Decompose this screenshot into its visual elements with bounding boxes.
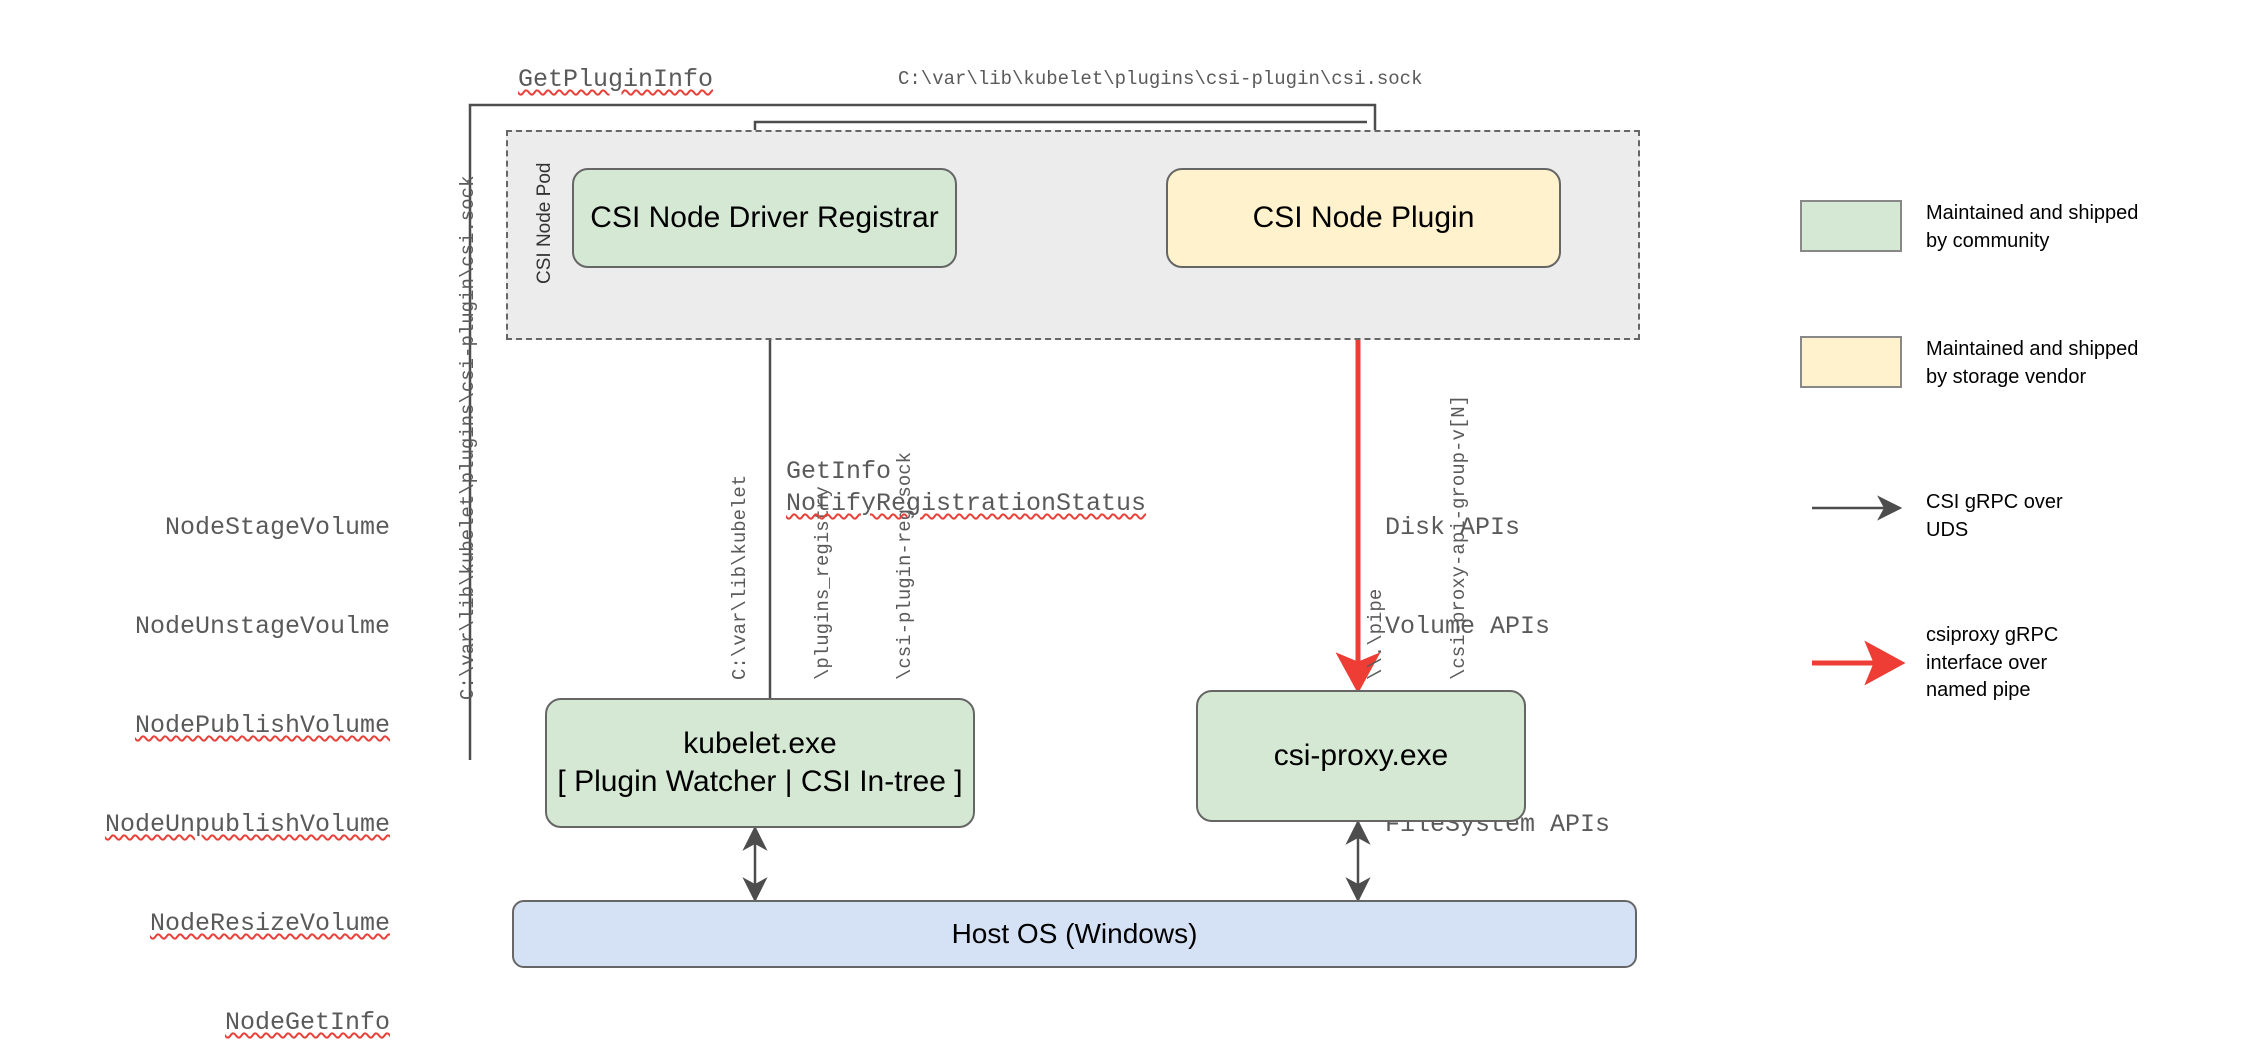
csi-node-pod-label: CSI Node Pod — [534, 162, 555, 284]
csiproxy-api-item: Disk APIs — [1385, 513, 1521, 542]
registry-path-line-3: \csi-plugin-reg.sock — [894, 451, 917, 680]
kubelet-title: kubelet.exe — [683, 726, 837, 760]
registry-path-line-1: C:\var\lib\kubelet — [729, 474, 752, 680]
csi-node-api-item: NodeUnstageVoulme — [134, 612, 390, 641]
csi-node-api-item: NodeStageVolume — [164, 513, 390, 542]
notify-registration-status-label: NotifyRegistrationStatus — [786, 489, 1147, 518]
get-info-label: GetInfo — [786, 457, 892, 486]
legend-label-csi-grpc-uds: CSI gRPC over UDS — [1926, 491, 2063, 541]
node-csi-proxy-exe[interactable]: csi-proxy.exe — [1196, 690, 1526, 822]
csiproxy-api-item: Volume APIs — [1385, 612, 1551, 641]
node-csi-node-driver-registrar[interactable]: CSI Node Driver Registrar — [572, 168, 957, 268]
legend-label-vendor: Maintained and shipped by storage vendor — [1926, 338, 2139, 388]
get-plugin-info-label: GetPluginInfo — [518, 65, 714, 94]
registry-path-vertical-label: C:\var\lib\kubelet \plugins_registry \cs… — [672, 452, 975, 680]
legend-label-csiproxy-named-pipe: csiproxy gRPC interface over named pipe — [1926, 624, 2059, 702]
node-csi-node-plugin[interactable]: CSI Node Plugin — [1166, 168, 1561, 268]
csi-sock-path-vertical-label: C:\var\lib\kubelet\plugins\csi-plugin\cs… — [457, 175, 479, 701]
node-kubelet-exe[interactable]: kubelet.exe [ Plugin Watcher | CSI In-tr… — [545, 698, 975, 828]
legend-swatch-community — [1800, 200, 1902, 252]
csi-node-api-item: NodeGetInfo — [224, 1008, 390, 1037]
csi-node-api-item: NodePublishVolume — [134, 711, 390, 740]
csi-sock-path-top-label: C:\var\lib\kubelet\plugins\csi-plugin\cs… — [898, 68, 1423, 90]
kubelet-subtitle: [ Plugin Watcher | CSI In-tree ] — [557, 765, 963, 798]
legend-label-community: Maintained and shipped by community — [1926, 202, 2139, 252]
registry-path-line-2: \plugins_registry — [811, 486, 834, 680]
legend-swatch-vendor — [1800, 336, 1902, 388]
csi-node-api-item: NodeResizeVolume — [149, 909, 390, 938]
csi-node-api-list: NodeStageVolume NodeUnstageVoulme NodePu… — [60, 445, 390, 1044]
node-host-os[interactable]: Host OS (Windows) — [512, 900, 1637, 968]
csi-node-api-item: NodeUnpublishVolume — [104, 810, 390, 839]
